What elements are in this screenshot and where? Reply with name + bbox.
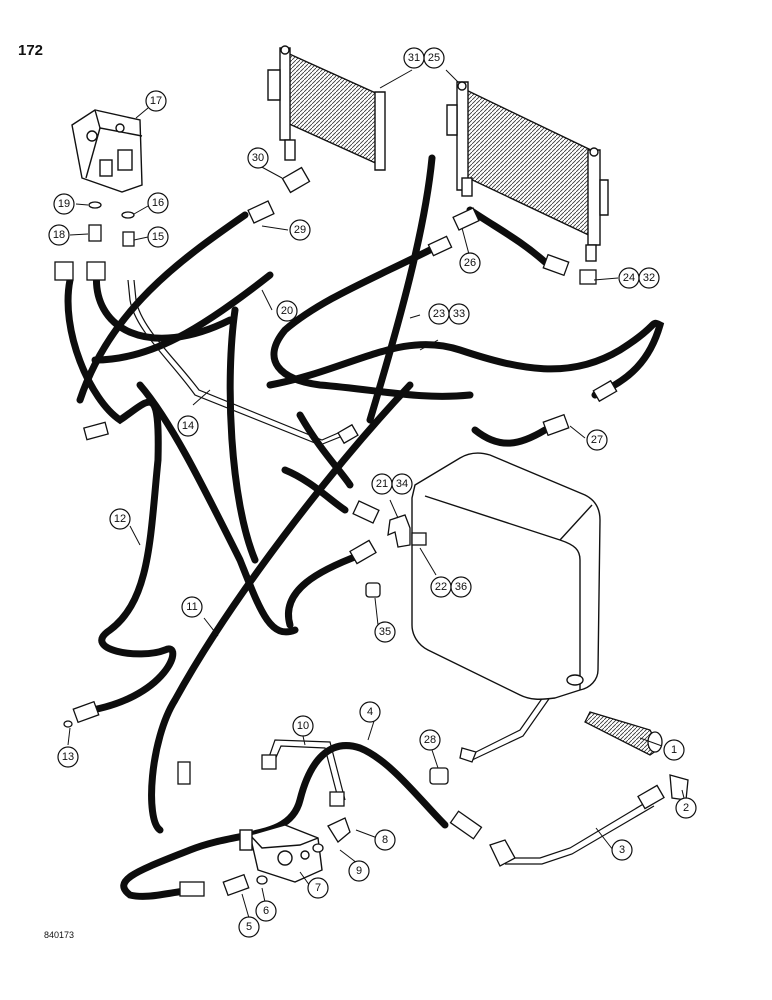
callout-36-label: 36 [455, 581, 467, 593]
callout-29-label: 29 [294, 224, 306, 236]
fittings [54, 166, 689, 897]
callout-22-label: 22 [435, 581, 447, 593]
callout-33-label: 33 [453, 308, 465, 320]
callout-7: 7 [307, 877, 329, 899]
callout-8: 8 [374, 829, 396, 851]
callout-25-label: 25 [428, 52, 440, 64]
callout-11: 11 [181, 596, 203, 618]
callout-28: 28 [419, 729, 441, 751]
callout-19: 19 [53, 193, 75, 215]
callout-34: 34 [391, 473, 413, 495]
callout-15: 15 [147, 226, 169, 248]
callout-35-label: 35 [379, 626, 391, 638]
callout-26-label: 26 [464, 257, 476, 269]
callout-32-label: 32 [643, 272, 655, 284]
callout-31-label: 31 [408, 52, 420, 64]
callout-6-label: 6 [263, 905, 269, 917]
page-number: 172 [18, 42, 44, 59]
callout-36: 36 [450, 576, 472, 598]
callout-16-label: 16 [152, 197, 164, 209]
callout-15-label: 15 [152, 231, 164, 243]
callout-30-label: 30 [252, 152, 264, 164]
callout-12: 12 [109, 508, 131, 530]
callout-9-label: 9 [356, 865, 362, 877]
callout-31: 31 [403, 47, 425, 69]
callout-21: 21 [371, 473, 393, 495]
callout-7-label: 7 [315, 882, 321, 894]
callout-20: 20 [276, 300, 298, 322]
callout-18: 18 [48, 224, 70, 246]
callout-3-label: 3 [619, 844, 625, 856]
control-valve [71, 109, 143, 193]
valve-fittings [88, 201, 135, 247]
hydraulic-tank [411, 452, 601, 700]
callout-34-label: 34 [396, 478, 408, 490]
callout-18-label: 18 [53, 229, 65, 241]
callout-14: 14 [177, 415, 199, 437]
callout-17-label: 17 [150, 95, 162, 107]
callout-24-label: 24 [623, 272, 635, 284]
callout-1-label: 1 [671, 744, 677, 756]
callout-5: 5 [238, 916, 260, 938]
callout-13-label: 13 [62, 751, 74, 763]
callout-16: 16 [147, 192, 169, 214]
callout-29: 29 [289, 219, 311, 241]
callout-33: 33 [448, 303, 470, 325]
callout-13: 13 [57, 746, 79, 768]
callout-9: 9 [348, 860, 370, 882]
callout-32: 32 [638, 267, 660, 289]
callout-25: 25 [423, 47, 445, 69]
callout-10: 10 [292, 715, 314, 737]
callout-3: 3 [611, 839, 633, 861]
callout-4: 4 [359, 701, 381, 723]
callout-23-label: 23 [433, 308, 445, 320]
callout-8-label: 8 [382, 834, 388, 846]
callout-24: 24 [618, 267, 640, 289]
callout-35: 35 [374, 621, 396, 643]
callout-23: 23 [428, 303, 450, 325]
oil-cooler-right [446, 81, 609, 262]
callout-19-label: 19 [58, 198, 70, 210]
oil-cooler-left [267, 45, 386, 171]
callout-10-label: 10 [297, 720, 309, 732]
callout-17: 17 [145, 90, 167, 112]
callout-5-label: 5 [246, 921, 252, 933]
drawing-code: 840173 [44, 930, 75, 940]
hydraulic-pump [239, 824, 323, 883]
callout-21-label: 21 [376, 478, 388, 490]
callout-22: 22 [430, 576, 452, 598]
callout-27-label: 27 [591, 434, 603, 446]
callout-20-label: 20 [281, 305, 293, 317]
callout-27: 27 [586, 429, 608, 451]
callout-4-label: 4 [367, 706, 373, 718]
callout-30: 30 [247, 147, 269, 169]
callout-6: 6 [255, 900, 277, 922]
callout-26: 26 [459, 252, 481, 274]
callout-1: 1 [663, 739, 685, 761]
callout-28-label: 28 [424, 734, 436, 746]
callout-2: 2 [675, 797, 697, 819]
callout-14-label: 14 [182, 420, 194, 432]
callout-2-label: 2 [683, 802, 689, 814]
hoses [64, 154, 665, 900]
callout-12-label: 12 [114, 513, 126, 525]
suction-strainer [584, 711, 663, 756]
callout-11-label: 11 [186, 601, 197, 613]
